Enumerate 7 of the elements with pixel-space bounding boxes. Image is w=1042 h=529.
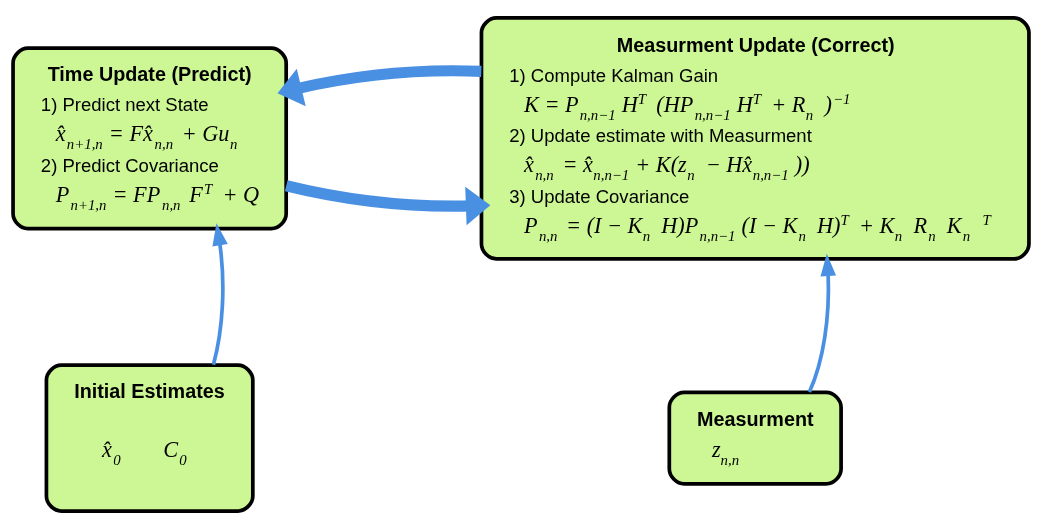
arrow [277,65,482,107]
node-box: Measurment z$_{n,n}$ [667,390,843,486]
arrow [284,180,491,226]
arrow [211,223,228,366]
node-box: Time Update (Predict) 1) Predict next State x̂$_{n+1,n}$ = Fx̂$_{n,n}$ + Gu$_{n}$ 2) Predict Covariance P$_{n+1,n}$ = FP$_{n,n}$F$^{T}$ + Q [11,46,289,231]
node-box: Initial Estimates x̂$_{0}$ C$_{0}$ [44,363,255,513]
arrow [807,253,837,393]
